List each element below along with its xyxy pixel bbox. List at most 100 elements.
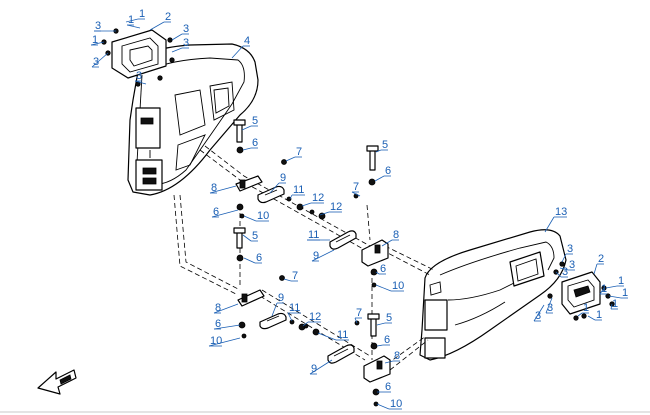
callout-7: 7 [292, 270, 298, 282]
callout-leader-line [241, 125, 252, 131]
callout-7: 7 [356, 307, 362, 319]
callout-leader-line [209, 185, 237, 194]
callout-3: 3 [535, 310, 541, 322]
callout-leader-line [605, 285, 618, 289]
callout-leader-line [149, 21, 165, 31]
callout-11: 11 [289, 302, 300, 314]
callout-7: 7 [353, 181, 359, 193]
callout-leader-line [126, 24, 141, 29]
callout-5: 5 [252, 115, 258, 127]
callout-leader-line [289, 194, 293, 200]
callout-8: 8 [394, 350, 400, 362]
callout-10: 10 [390, 398, 402, 410]
callout-leader-line [381, 239, 393, 247]
callout-10: 10 [210, 335, 222, 347]
callout-leader-line [533, 304, 545, 322]
callout-3: 3 [547, 302, 553, 314]
callout-12: 12 [312, 192, 324, 204]
callout-leader-line [577, 312, 583, 317]
callout-1: 1 [618, 275, 624, 287]
callout-leader-line [351, 191, 361, 197]
callout-10: 10 [257, 210, 269, 222]
callout-1: 1 [139, 8, 145, 20]
callout-leader-line [587, 315, 596, 321]
callout-6: 6 [380, 263, 386, 275]
callout-leader-line [287, 312, 293, 322]
callout-12: 12 [330, 201, 342, 213]
callout-8: 8 [215, 302, 221, 314]
callout-9: 9 [311, 363, 317, 375]
callout-leader-line [610, 303, 613, 310]
callout-leader-line [317, 332, 337, 341]
callout-2: 2 [165, 11, 171, 23]
callout-leader-line [125, 18, 139, 23]
callout-9: 9 [280, 172, 286, 184]
callout-3: 3 [183, 37, 189, 49]
callout-leader-line [213, 324, 241, 330]
callout-leader-line [319, 211, 330, 216]
callout-3: 3 [183, 23, 189, 35]
callout-5: 5 [382, 139, 388, 151]
callout-6: 6 [215, 318, 221, 330]
callout-5: 5 [252, 230, 258, 242]
front-direction-arrow-icon [37, 369, 77, 395]
callout-6: 6 [385, 381, 391, 393]
callout-leader-line [271, 302, 278, 317]
callout-8: 8 [211, 182, 217, 194]
callout-9: 9 [278, 292, 284, 304]
callout-6: 6 [213, 206, 219, 218]
callout-1: 1 [92, 34, 98, 46]
callout-leader-line [376, 403, 390, 410]
center-hinge-links [303, 193, 360, 364]
callout-leader-line [285, 156, 296, 162]
callout-leader-line [354, 317, 358, 324]
callout-4: 4 [244, 35, 250, 47]
callout-leader-line [545, 297, 553, 314]
callout-leader-line [599, 287, 605, 295]
callout-leader-line [593, 263, 598, 275]
callout-leader-line [242, 147, 252, 151]
callout-1: 1 [622, 287, 628, 299]
callout-1: 1 [596, 309, 602, 321]
callout-leader-line [608, 295, 622, 299]
callout-leader-line [544, 216, 555, 233]
callout-leader-line [242, 234, 252, 242]
callout-leader-line [375, 149, 382, 153]
callout-1: 1 [583, 302, 589, 314]
callout-10: 10 [392, 280, 404, 292]
callout-3: 3 [562, 266, 568, 278]
left-door-panel [127, 43, 259, 196]
callout-leader-line [375, 271, 380, 275]
callout-12: 12 [309, 311, 321, 323]
callout-leader-line [311, 249, 335, 262]
upper-left-hinge-hardware [233, 119, 304, 219]
callout-leader-line [301, 202, 312, 207]
callout-3: 3 [567, 243, 573, 255]
callout-leader-line [309, 359, 333, 375]
callout-leader-line [283, 278, 292, 282]
callout-5: 5 [386, 312, 392, 324]
callout-2: 2 [598, 253, 604, 265]
callout-7: 7 [296, 146, 302, 158]
callout-leader-line [231, 45, 244, 59]
callout-6: 6 [252, 137, 258, 149]
callout-leader-line [561, 253, 567, 263]
callout-leader-line [555, 271, 562, 278]
callout-1: 1 [128, 14, 134, 26]
callout-11: 11 [308, 229, 319, 241]
callout-leader-line [376, 344, 384, 347]
callout-3: 3 [93, 56, 99, 68]
lower-left-hinge-hardware [233, 227, 306, 339]
callout-leader-line [213, 303, 239, 314]
callout-leader-line [134, 80, 147, 85]
callout-leader-line [90, 41, 105, 46]
callout-13: 13 [555, 206, 567, 218]
callout-leader-line [171, 33, 183, 41]
callout-1: 1 [601, 283, 607, 295]
callout-leader-line [302, 321, 309, 327]
callout-11: 11 [293, 184, 304, 196]
callout-leader-line [243, 215, 257, 222]
callout-6: 6 [385, 165, 391, 177]
callout-leader-line [91, 52, 109, 68]
